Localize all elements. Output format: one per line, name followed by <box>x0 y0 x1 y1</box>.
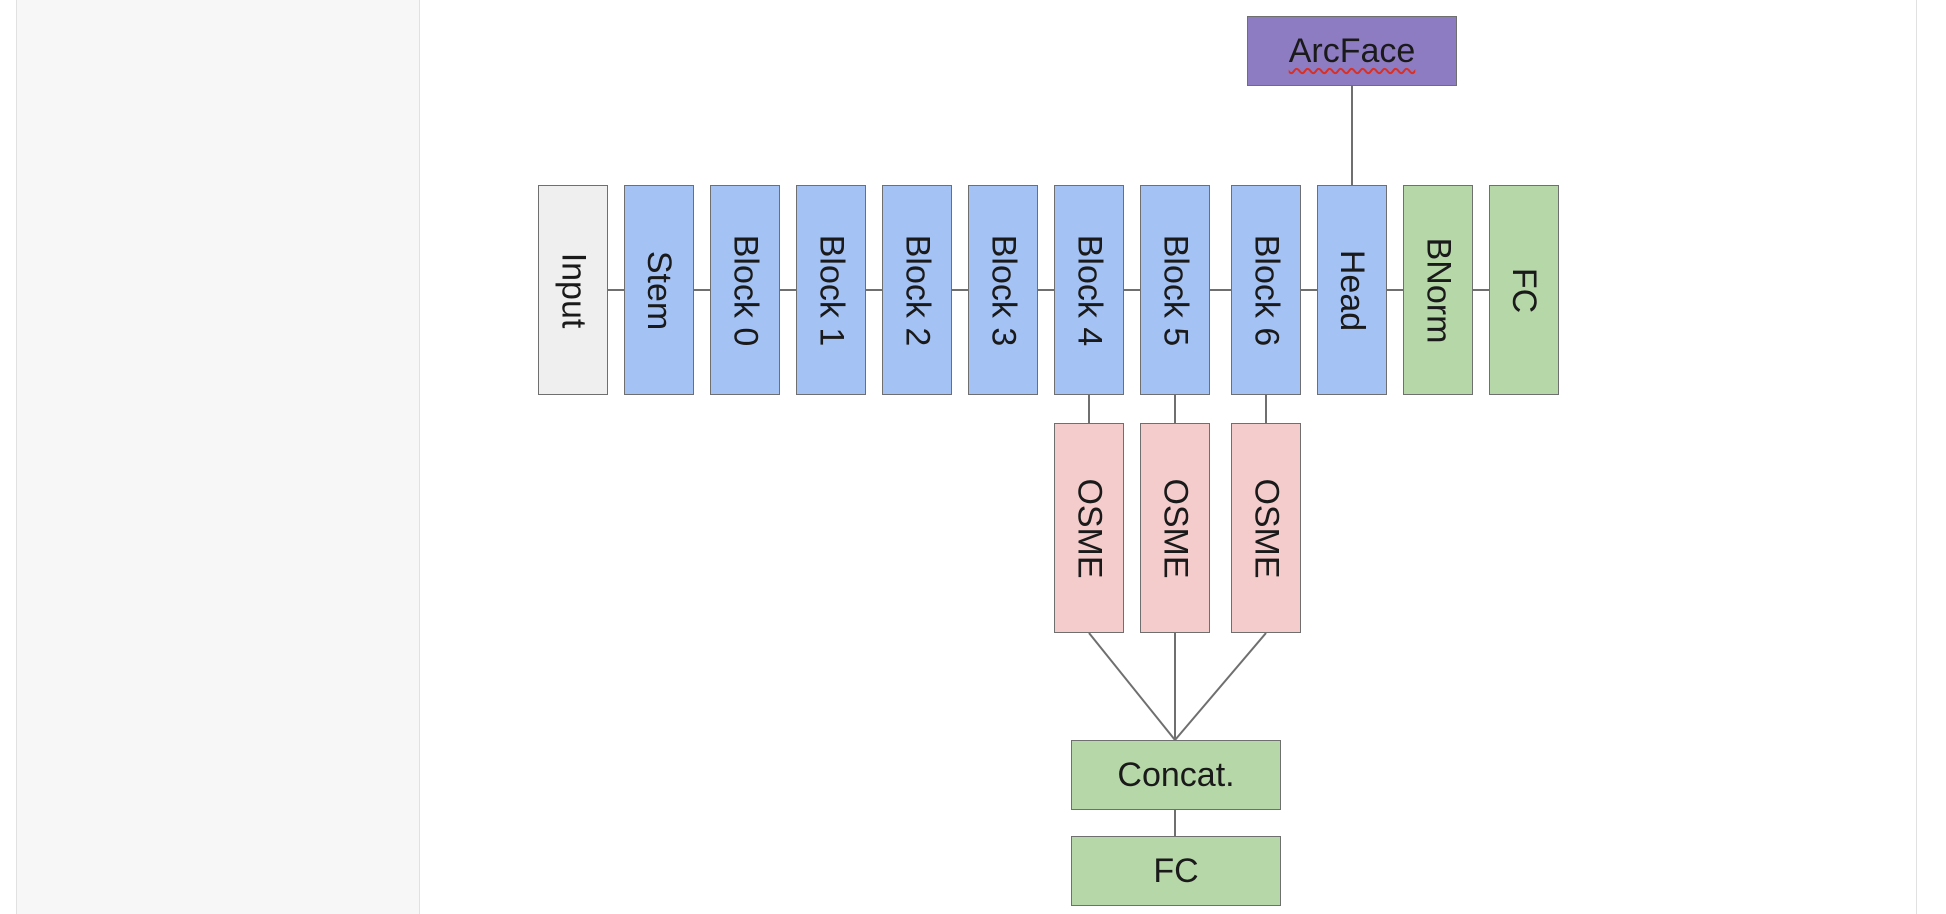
block-2-node: Block 2 <box>882 185 952 395</box>
block-1-label: Block 1 <box>812 234 851 346</box>
stem-node: Stem <box>624 185 694 395</box>
block-6-label: Block 6 <box>1247 234 1286 346</box>
osme-label-3: OSME <box>1247 477 1286 579</box>
fc-top-label: FC <box>1505 267 1544 313</box>
block-3-node: Block 3 <box>968 185 1038 395</box>
fc-bottom-node: FC <box>1071 836 1281 906</box>
side-panel <box>16 0 420 914</box>
osme-node-3: OSME <box>1231 423 1301 633</box>
block-6-node: Block 6 <box>1231 185 1301 395</box>
left-gutter <box>0 0 16 914</box>
concat-label: Concat. <box>1117 755 1235 794</box>
bnorm-label: BNorm <box>1419 237 1458 343</box>
block-5-node: Block 5 <box>1140 185 1210 395</box>
fc-top-node: FC <box>1489 185 1559 395</box>
osme-node-2: OSME <box>1140 423 1210 633</box>
arcface-node: ArcFace <box>1247 16 1457 86</box>
bnorm-node: BNorm <box>1403 185 1473 395</box>
arcface-label: ArcFace <box>1288 31 1416 70</box>
head-node: Head <box>1317 185 1387 395</box>
block-0-label: Block 0 <box>726 234 765 346</box>
block-3-label: Block 3 <box>984 234 1023 346</box>
block-2-label: Block 2 <box>898 234 937 346</box>
osme-node-1: OSME <box>1054 423 1124 633</box>
block-1-node: Block 1 <box>796 185 866 395</box>
block-4-label: Block 4 <box>1070 234 1109 346</box>
input-node: Input <box>538 185 608 395</box>
block-0-node: Block 0 <box>710 185 780 395</box>
input-label: Input <box>554 252 593 328</box>
osme-label-1: OSME <box>1070 477 1109 579</box>
block-4-node: Block 4 <box>1054 185 1124 395</box>
head-label: Head <box>1333 249 1372 331</box>
stem-label: Stem <box>640 250 679 330</box>
osme-label-2: OSME <box>1156 477 1195 579</box>
block-5-label: Block 5 <box>1156 234 1195 346</box>
concat-node: Concat. <box>1071 740 1281 810</box>
fc-bottom-label: FC <box>1153 851 1199 890</box>
right-edge <box>1916 0 1946 914</box>
